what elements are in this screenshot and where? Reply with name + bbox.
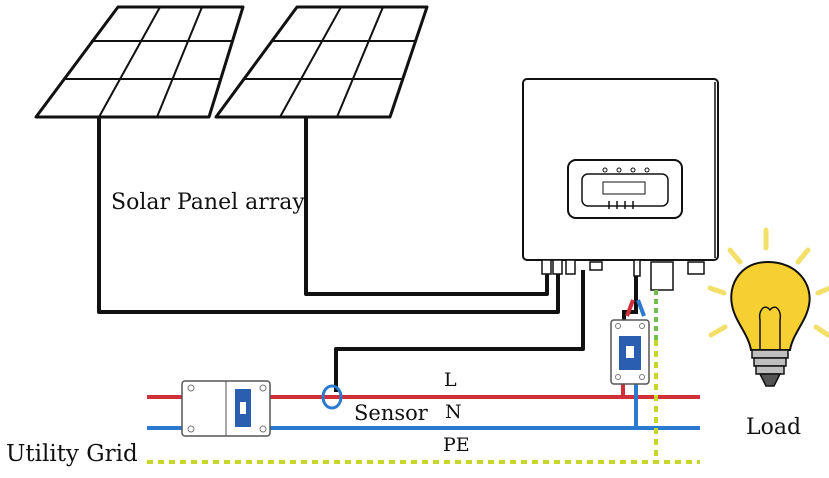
inverter-icon [522,78,719,291]
current-sensor-icon [321,384,343,410]
light-bulb-icon [707,227,829,387]
load-label: Load [746,415,802,440]
earth-label: PE [443,434,470,456]
solar-array-label: Solar Panel array [111,190,305,215]
breaker-drop-wires [621,382,638,428]
sensor-label: Sensor [354,401,428,425]
ac-output-cables [622,276,658,340]
neutral-label: N [445,401,462,423]
ac-breaker-icon [610,319,650,385]
solar-panel-right-icon [214,5,429,119]
solar-panel-left-icon [34,5,245,119]
line-label: L [444,369,457,391]
utility-grid-label: Utility Grid [6,441,138,467]
grid-breaker-icon [181,380,271,437]
dc-cables [97,117,585,392]
